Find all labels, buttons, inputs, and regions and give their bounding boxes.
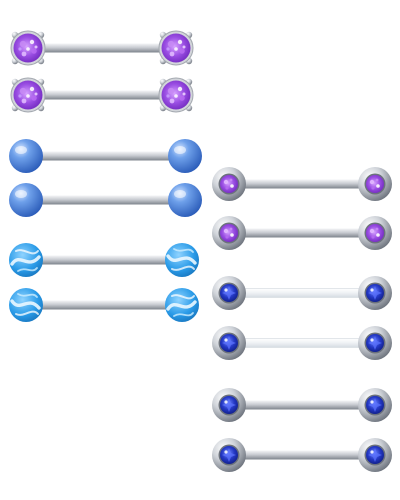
purple-opal-bezel-ball (212, 167, 246, 201)
purple-opal-end (158, 77, 194, 113)
steel-bar (239, 228, 365, 238)
barbell-blue-pearl-balls (9, 139, 202, 173)
purple-opal-bezel-ball (212, 216, 246, 250)
sapphire-bezel-ball (358, 326, 392, 360)
sapphire-bezel-ball (358, 438, 392, 472)
barbell-purple-opal-ball-ends (10, 30, 194, 66)
sapphire-bezel-ball (212, 388, 246, 422)
barbell-clear-bioflex-sapphire (212, 326, 392, 360)
steel-bar (239, 179, 365, 189)
sapphire-bezel-ball (212, 276, 246, 310)
barbell-steel-sapphire-bezel (212, 388, 392, 422)
marbled-blue-ball (9, 288, 43, 322)
barbell-clear-bioflex-sapphire (212, 276, 392, 310)
purple-opal-end (10, 30, 46, 66)
steel-bar (36, 195, 175, 205)
barbell-blue-pearl-balls (9, 183, 202, 217)
barbell-marbled-blue-balls (9, 288, 199, 322)
marbled-blue-ball (9, 243, 43, 277)
steel-bar (36, 300, 172, 310)
purple-opal-end (158, 30, 194, 66)
steel-bar (38, 43, 166, 53)
blue-pearl-ball (168, 139, 202, 173)
steel-bar (38, 90, 166, 100)
steel-bar (239, 400, 365, 410)
barbell-marbled-blue-balls (9, 243, 199, 277)
sapphire-bezel-ball (358, 276, 392, 310)
sapphire-bezel-ball (212, 438, 246, 472)
purple-opal-bezel-ball (358, 216, 392, 250)
barbell-steel-sapphire-bezel (212, 438, 392, 472)
marbled-blue-ball (165, 288, 199, 322)
steel-bar (36, 151, 175, 161)
bioflex-bar (238, 338, 366, 348)
sapphire-bezel-ball (358, 388, 392, 422)
purple-opal-end (10, 77, 46, 113)
sapphire-bezel-ball (212, 326, 246, 360)
blue-pearl-ball (9, 139, 43, 173)
steel-bar (239, 450, 365, 460)
bioflex-bar (238, 288, 366, 298)
marbled-blue-ball (165, 243, 199, 277)
blue-pearl-ball (9, 183, 43, 217)
barbell-steel-ball-purple-opal (212, 167, 392, 201)
blue-pearl-ball (168, 183, 202, 217)
barbell-steel-ball-purple-opal (212, 216, 392, 250)
purple-opal-bezel-ball (358, 167, 392, 201)
barbell-purple-opal-ball-ends (10, 77, 194, 113)
steel-bar (36, 255, 172, 265)
